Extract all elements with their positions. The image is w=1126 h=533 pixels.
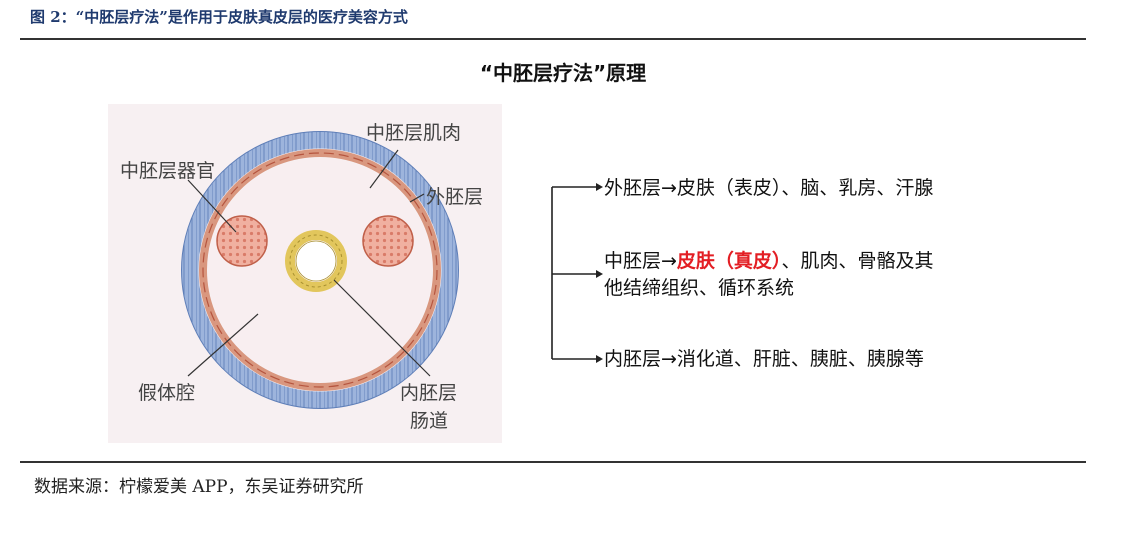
- label-ectoderm: 外胚层: [426, 186, 484, 208]
- branch-connector: [551, 183, 603, 363]
- source-note: 数据来源：柠檬爱美 APP，东吴证券研究所: [34, 477, 364, 497]
- label-endoderm: 内胚层: [400, 382, 458, 404]
- diagram-title: “中胚层疗法”原理: [479, 61, 647, 85]
- embryo-cross-section: [181, 131, 459, 409]
- label-pseudocoel: 假体腔: [138, 382, 196, 404]
- branch-mesoderm-text: 、肌肉、骨骼及其: [781, 250, 934, 272]
- branch-endoderm-head: 内胚层→: [604, 348, 677, 370]
- ectoderm-ring: [181, 131, 459, 409]
- branch-ectoderm-text: 皮肤（表皮）、脑、乳房、汗腺: [676, 177, 934, 199]
- branch-ectoderm-head: 外胚层→: [604, 177, 677, 199]
- label-mesoderm-muscle: 中胚层肌肉: [366, 122, 462, 144]
- branch-mesoderm-text-line2: 他结缔组织、循环系统: [604, 277, 795, 299]
- branch-ectoderm: 外胚层→皮肤（表皮）、脑、乳房、汗腺: [604, 175, 933, 202]
- bottom-rule: [20, 461, 1086, 463]
- mesoderm-organ-left: [216, 215, 268, 267]
- branch-endoderm: 内胚层→消化道、肝脏、胰脏、胰腺等: [604, 346, 924, 373]
- branch-mesoderm: 中胚层→皮肤（真皮）、肌肉、骨骼及其 他结缔组织、循环系统: [604, 248, 933, 302]
- label-gut: 肠道: [410, 410, 449, 432]
- embryo-illustration: 中胚层肌肉 中胚层器官 外胚层 假体腔 内胚层 肠道: [108, 104, 502, 443]
- mesoderm-organ-right: [362, 215, 414, 267]
- branch-mesoderm-highlight: 皮肤（真皮）: [676, 250, 782, 272]
- figure-caption: 图 2：“中胚层疗法”是作用于皮肤真皮层的医疗美容方式: [30, 8, 408, 26]
- label-mesoderm-organ: 中胚层器官: [120, 160, 216, 182]
- branch-mesoderm-head: 中胚层→: [604, 250, 677, 272]
- branch-endoderm-text: 消化道、肝脏、胰脏、胰腺等: [676, 348, 924, 370]
- top-rule: [20, 38, 1086, 40]
